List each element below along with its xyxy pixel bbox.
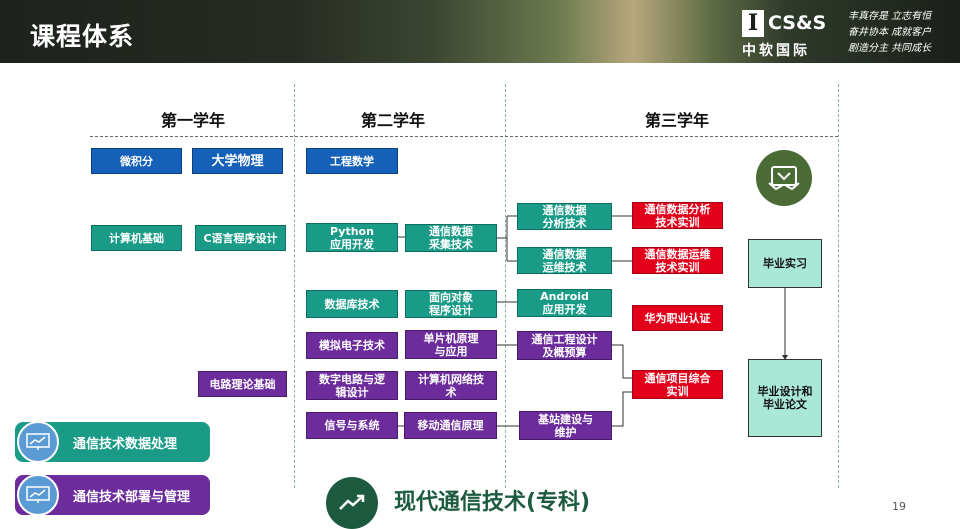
course-comm-design: 通信工程设计 及概预算 — [517, 331, 612, 360]
course-internship: 毕业实习 — [748, 239, 822, 288]
course-huawei-cert: 华为职业认证 — [632, 305, 723, 331]
company-logo: I CS&S 中软国际 — [742, 10, 838, 59]
course-base-station: 基站建设与 维护 — [519, 411, 612, 440]
chart-icon — [17, 474, 59, 516]
course-c-language: C语言程序设计 — [195, 225, 286, 251]
slogan-line: 剧造分主 共同成长 — [848, 43, 932, 54]
certificate-icon — [756, 150, 812, 206]
legend-data-processing: 通信技术数据处理 — [15, 421, 210, 463]
slogan-line: 奋井协本 成就客户 — [848, 27, 932, 38]
chart-icon — [17, 421, 59, 463]
year-3-heading: 第三学年 — [645, 111, 710, 130]
course-ops-lab: 通信数据运维 技术实训 — [632, 247, 723, 274]
course-mobile-comm: 移动通信原理 — [404, 412, 497, 439]
year-divider — [294, 84, 295, 488]
logo-english: CS&S — [768, 12, 827, 34]
course-computer-basics: 计算机基础 — [91, 225, 182, 251]
year-1-heading: 第一学年 — [161, 111, 226, 130]
legend-deployment-management: 通信技术部署与管理 — [15, 474, 210, 516]
course-data-collection: 通信数据 采集技术 — [405, 224, 497, 252]
course-computer-network: 计算机网络技 术 — [405, 371, 497, 400]
program-title: 现代通信技术(专科) — [394, 490, 591, 515]
year-divider — [505, 84, 506, 488]
slogan-line: 丰真存是 立志有恒 — [848, 11, 932, 22]
header-divider — [90, 136, 838, 137]
course-digital-circuits: 数字电路与逻 辑设计 — [306, 371, 398, 400]
page-title: 课程体系 — [30, 22, 135, 51]
logo-chinese: 中软国际 — [742, 43, 810, 59]
page-number: 19 — [892, 500, 906, 513]
course-engineering-math: 工程数学 — [306, 148, 398, 174]
legend-label: 通信技术数据处理 — [73, 436, 178, 452]
course-physics: 大学物理 — [192, 148, 283, 174]
course-signals-systems: 信号与系统 — [306, 412, 398, 439]
slogan-block: 丰真存是 立志有恒 奋井协本 成就客户 剧造分主 共同成长 — [848, 9, 960, 57]
course-mcu: 单片机原理 与应用 — [405, 330, 497, 359]
course-thesis: 毕业设计和 毕业论文 — [748, 359, 822, 437]
header-banner: 课程体系 I CS&S 中软国际 丰真存是 立志有恒 奋井协本 成就客户 剧造分… — [0, 0, 960, 63]
year-divider — [838, 84, 839, 488]
course-oop: 面向对象 程序设计 — [405, 290, 497, 318]
course-data-analysis: 通信数据 分析技术 — [517, 203, 612, 230]
course-project-lab: 通信项目综合 实训 — [632, 370, 723, 399]
course-analysis-lab: 通信数据分析 技术实训 — [632, 202, 723, 229]
logo-mark: I — [742, 10, 764, 37]
course-database: 数据库技术 — [306, 290, 398, 318]
course-calculus: 微积分 — [91, 148, 182, 174]
course-python: Python 应用开发 — [306, 223, 398, 252]
year-2-heading: 第二学年 — [361, 111, 426, 130]
course-circuit-theory: 电路理论基础 — [198, 371, 287, 397]
legend-label: 通信技术部署与管理 — [73, 489, 191, 505]
course-data-ops: 通信数据 运维技术 — [517, 247, 612, 274]
trend-icon — [326, 477, 378, 529]
course-android: Android 应用开发 — [517, 289, 612, 317]
course-analog-electronics: 模拟电子技术 — [306, 332, 398, 359]
